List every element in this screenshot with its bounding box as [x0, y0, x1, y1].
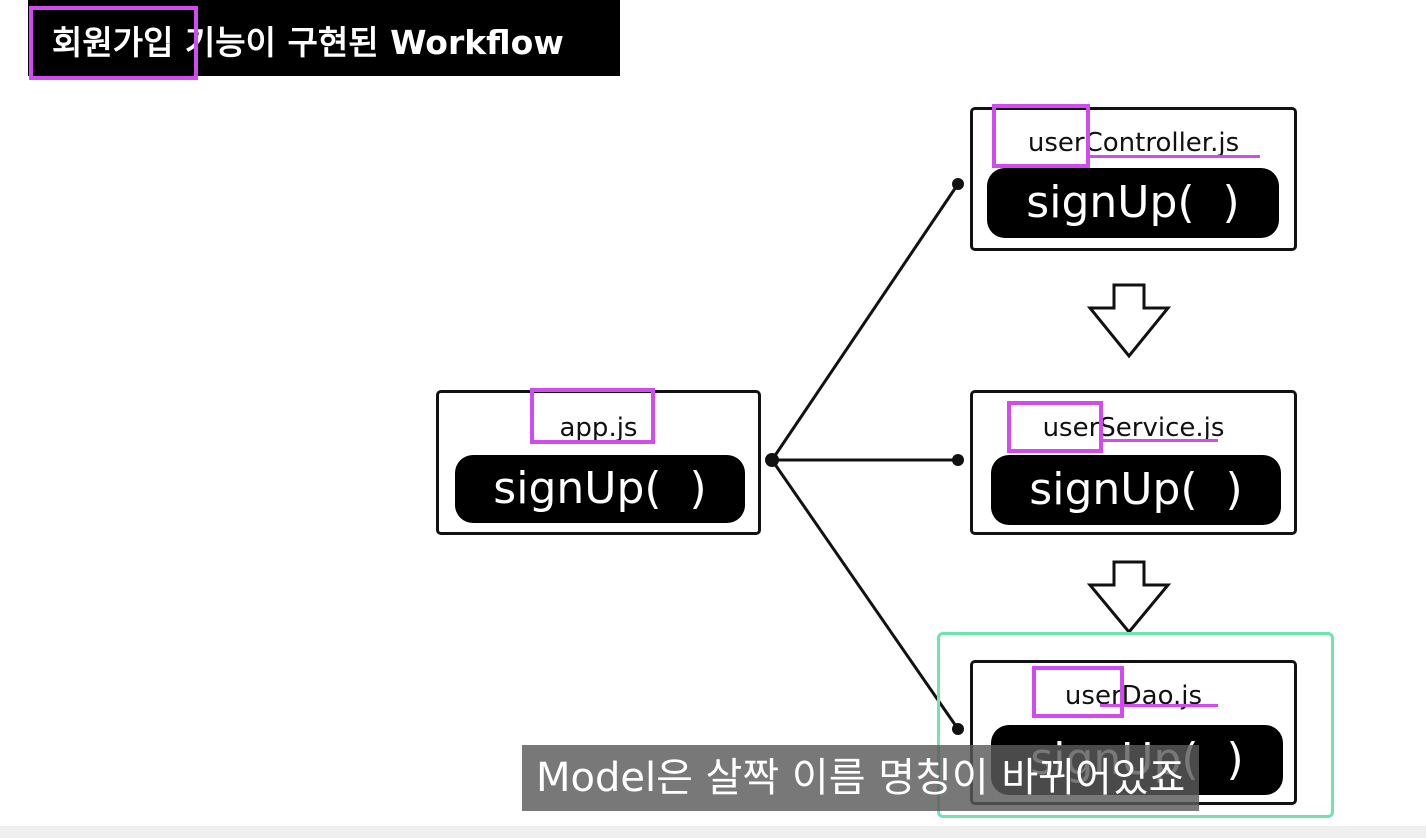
user-controller-underline — [1086, 155, 1260, 158]
app-js-highlight-box — [530, 388, 655, 444]
app-js-signup-function: signUp( ) — [455, 455, 745, 523]
diagram-title: 회원가입 기능이 구현된 Workflow — [52, 23, 564, 62]
connector-end-dot-service — [952, 454, 964, 466]
connector-app-dao — [770, 459, 960, 730]
title-banner — [28, 0, 620, 76]
connector-origin-dot — [765, 453, 779, 467]
connector-app-controller — [770, 183, 960, 461]
user-controller-js-filename: userController.js — [1027, 128, 1240, 158]
subtitle-caption: Model은 살짝 이름 명칭이 바뀌어있죠 — [522, 745, 1200, 811]
user-service-signup-function: signUp( ) — [991, 455, 1281, 525]
down-arrow-service-dao — [1086, 560, 1172, 635]
user-dao-underline — [1100, 704, 1218, 707]
bottom-strip — [0, 826, 1426, 838]
connector-end-dot-controller — [952, 178, 964, 190]
user-dao-highlight-box — [1032, 666, 1124, 718]
user-service-underline — [1100, 439, 1218, 442]
user-controller-signup-function: signUp( ) — [987, 168, 1279, 238]
model-emphasis-frame — [937, 632, 1334, 818]
title-highlight-box — [29, 6, 198, 80]
user-controller-highlight-box — [992, 104, 1090, 168]
down-arrow-controller-service — [1086, 283, 1172, 359]
user-service-js-box: userService.js signUp( ) — [970, 390, 1297, 535]
user-controller-js-box: userController.js signUp( ) — [970, 107, 1297, 251]
connector-end-dot-dao — [952, 723, 964, 735]
user-service-js-filename: userService.js — [1042, 413, 1225, 443]
app-js-filename: app.js — [559, 413, 638, 443]
user-service-highlight-box — [1007, 401, 1103, 453]
